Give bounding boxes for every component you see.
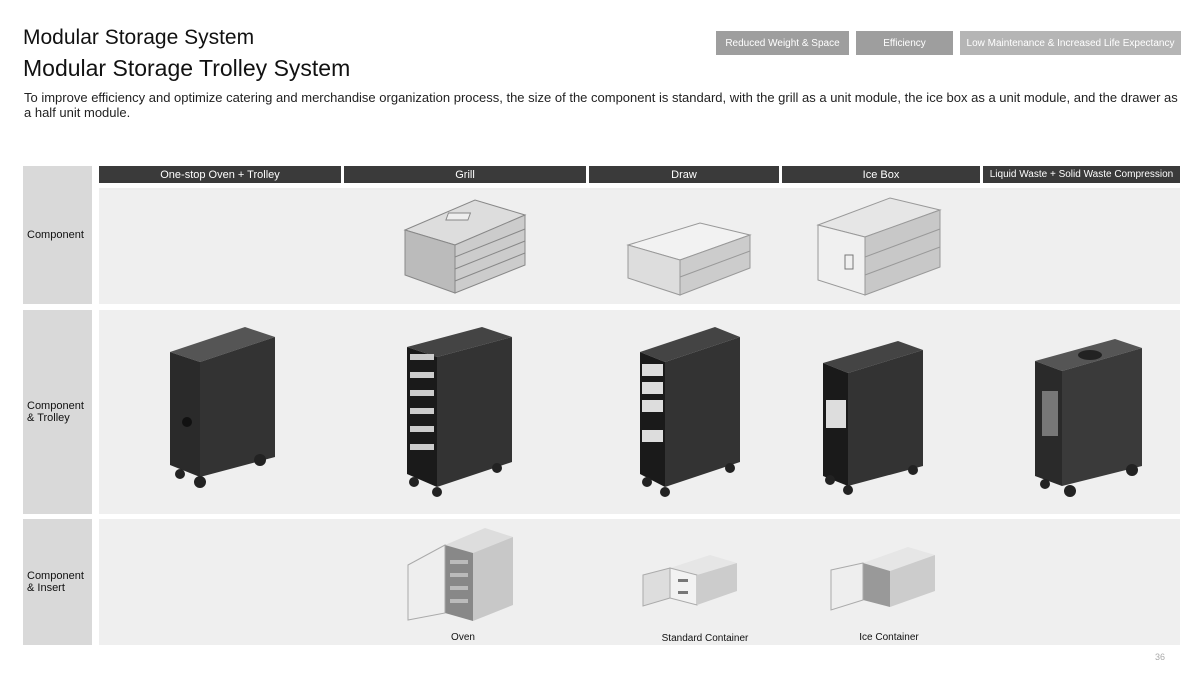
column-header-grill: Grill [344,166,586,183]
column-header-ice-box: Ice Box [782,166,980,183]
grill-trolley-image [407,327,512,497]
grill-component-image [403,199,527,294]
row-component-insert [99,519,1180,645]
insert-caption-oven: Oven [451,632,475,643]
standard-container-image [642,555,737,607]
ice-box-trolley-image [823,341,923,495]
column-header-draw: Draw [589,166,779,183]
ice-box-component-image [816,197,942,296]
page-number: 36 [1155,652,1166,662]
row-label-component-trolley: Component & Trolley [23,310,92,514]
ice-container-image [830,547,935,611]
waste-trolley-image [1035,339,1142,497]
slide-title: Modular Storage Trolley System [23,55,351,81]
insert-caption-ice-container: Ice Container [859,632,919,643]
oven-insert-image [407,528,513,621]
row-label-component: Component [23,166,92,304]
tag-reduced-weight: Reduced Weight & Space [716,31,849,55]
row-label-component-insert: Component & Insert [23,519,92,645]
column-header-waste: Liquid Waste + Solid Waste Compression [983,166,1180,183]
tag-low-maintenance: Low Maintenance & Increased Life Expecta… [960,31,1181,55]
drawer-trolley-image [640,327,740,497]
oven-trolley-image [170,327,275,488]
row-component-trolley [99,310,1180,514]
column-header-oven-trolley: One-stop Oven + Trolley [99,166,341,183]
drawer-component-image [626,222,752,296]
description: To improve efficiency and optimize cater… [24,90,1178,120]
slide-subtitle: Modular Storage System [23,26,255,49]
insert-caption-standard-container: Standard Container [661,633,749,644]
tag-efficiency: Efficiency [856,31,953,55]
